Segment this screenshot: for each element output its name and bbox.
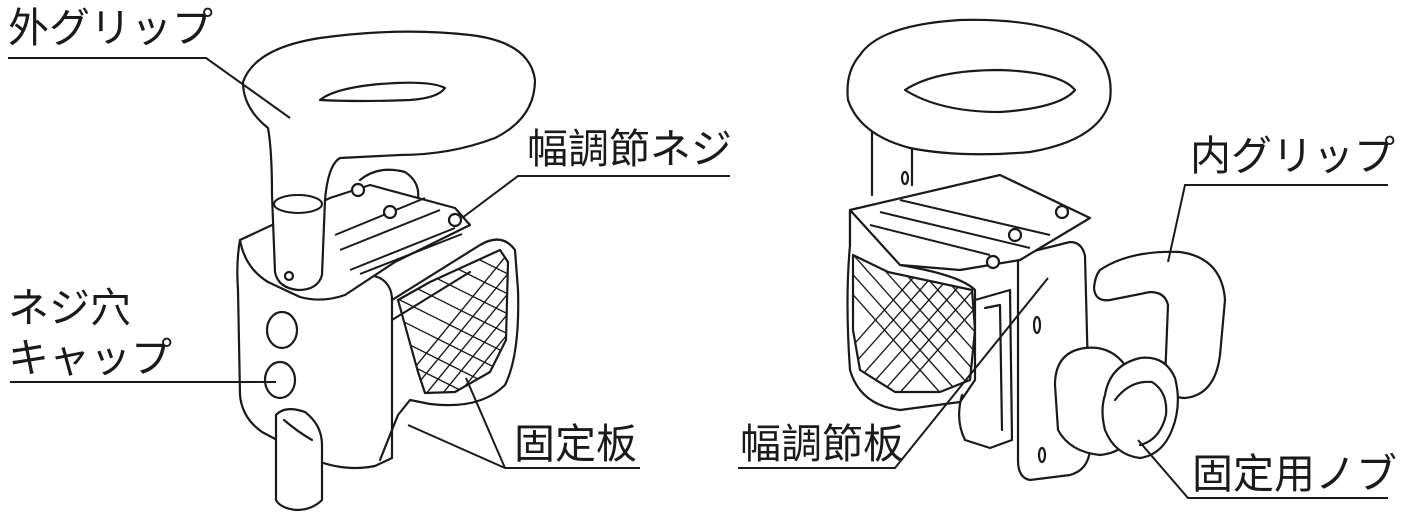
left-handrail-illustration	[236, 30, 537, 512]
label-screw-hole-cap-line1: ネジ穴	[8, 284, 131, 332]
screw-hole-cap-lower	[263, 360, 297, 400]
label-width-screw: 幅調節ネジ	[527, 125, 732, 173]
label-inner-grip: 内グリップ	[1190, 132, 1395, 180]
right-screw-2	[1007, 227, 1023, 243]
leader-lines	[8, 57, 1388, 499]
left-fixing-plate-frame	[378, 238, 520, 462]
label-width-plate: 幅調節板	[740, 420, 904, 468]
right-top-grip	[846, 18, 1112, 156]
right-screw-3	[985, 254, 1001, 270]
leader-width-plate	[738, 277, 1049, 469]
label-screw-hole-cap-line2: キャップ	[8, 334, 172, 382]
right-screw-1	[1054, 204, 1070, 220]
leader-fixing-knob	[1137, 439, 1388, 499]
left-width-screw	[447, 212, 463, 228]
right-handrail-illustration	[846, 18, 1227, 482]
label-outer-grip: 外グリップ	[8, 4, 213, 52]
left-lower-grip	[274, 408, 324, 512]
left-top-screw-1	[350, 182, 366, 198]
label-fixing-knob: 固定用ノブ	[1192, 450, 1397, 498]
screw-hole-cap-upper	[265, 310, 299, 350]
leader-inner-grip	[1167, 184, 1388, 263]
leader-outer-grip	[8, 57, 291, 119]
outer-grip-shape	[241, 30, 537, 292]
leader-fixing-plate-b	[465, 377, 506, 469]
leader-width-screw	[461, 175, 730, 219]
label-fixing-plate: 固定板	[514, 420, 637, 468]
left-top-screw-2	[382, 204, 398, 220]
